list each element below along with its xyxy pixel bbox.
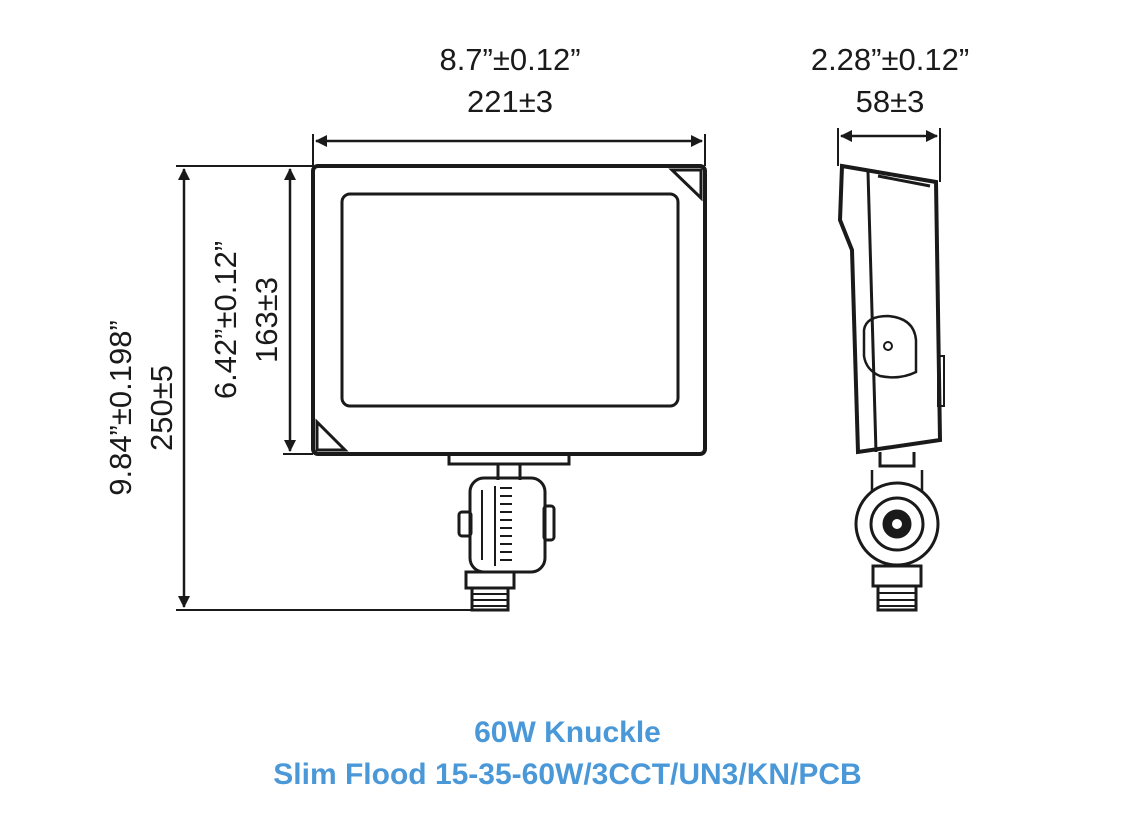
side-knuckle-arms [870,470,924,492]
side-housing [837,163,943,455]
knuckle-teeth [500,487,512,561]
side-top-bevel [877,174,931,188]
front-view [311,164,707,612]
side-hex-nut [871,564,923,588]
caption-model: Slim Flood 15-35-60W/3CCT/UN3/KN/PCB [273,758,862,791]
side-view [837,163,945,612]
mount-plate [447,452,571,466]
panel-height-mm-label: 163±3 [249,277,284,363]
corner-bottom-left [315,418,349,452]
side-knuckle-mid [869,496,925,552]
side-switch [937,355,945,407]
side-threaded-nipple [876,584,918,612]
side-thread-lines [878,592,916,607]
panel-height-inch-label: 6.42”±0.12” [208,241,243,399]
thread-lines [472,593,508,607]
side-boss [862,314,918,379]
front-housing [311,164,707,456]
side-boss-hole [883,341,893,351]
side-knuckle-neck [878,452,916,468]
width-inch-label: 8.7”±0.12” [439,42,580,77]
front-lens [340,192,680,408]
side-knuckle-center [892,519,902,529]
caption: 60W Knuckle Slim Flood 15-35-60W/3CCT/UN… [0,712,1135,796]
knuckle-right-knob [542,504,556,542]
knuckle-side-knob [457,510,473,538]
caption-title: 60W Knuckle [474,716,661,749]
dimension-lines [176,128,941,611]
width-mm-label: 221±3 [467,84,553,119]
corner-top-right [668,168,703,202]
depth-inch-label: 2.28”±0.12” [811,42,969,77]
depth-mm-label: 58±3 [856,84,925,119]
side-inner-edge [866,171,878,453]
knuckle-inner [481,486,496,566]
overall-height-inch-label: 9.84”±0.198” [103,320,138,496]
hex-nut [464,570,516,590]
overall-height-mm-label: 250±5 [144,365,179,451]
